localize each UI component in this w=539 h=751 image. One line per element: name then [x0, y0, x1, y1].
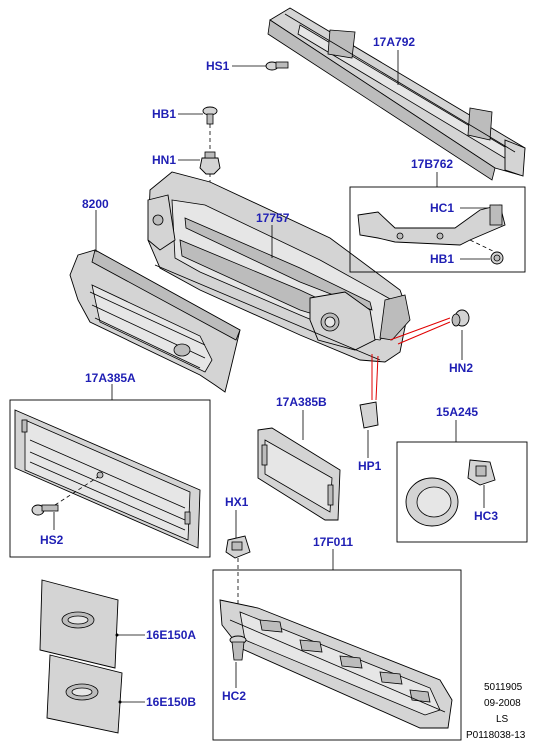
callout-hs2: HS2: [40, 533, 64, 547]
plate-16e150a: [39, 579, 119, 669]
callout-17a385a: 17A385A: [85, 371, 136, 385]
callout-16e150a: 16E150A: [146, 628, 196, 642]
ref-line-2: 09-2008: [484, 698, 521, 709]
clip-hb1-box: [490, 251, 504, 265]
license-plate-bracket-front: [14, 409, 201, 549]
clip-hc2: [229, 635, 247, 661]
plate-16e150b: [46, 654, 123, 734]
fog-lamp-bezel: [405, 477, 459, 527]
license-plate-bracket-rear: [257, 427, 341, 521]
callout-hb1-top: HB1: [152, 107, 176, 121]
callout-hb1-box: HB1: [430, 252, 454, 266]
callout-hs1: HS1: [206, 59, 230, 73]
bracket-17b762: [357, 204, 506, 246]
callout-hc1: HC1: [430, 201, 454, 215]
grille: [69, 249, 241, 393]
ref-line-3: LS: [496, 714, 509, 725]
callout-hn1: HN1: [152, 153, 176, 167]
callout-17a385b: 17A385B: [276, 395, 327, 409]
callout-8200: 8200: [82, 197, 109, 211]
callout-hc3: HC3: [474, 509, 498, 523]
callout-16e150b: 16E150B: [146, 695, 196, 709]
undertray: [219, 599, 453, 729]
callout-15a245: 15A245: [436, 405, 478, 419]
bolt-hs1: [265, 61, 289, 71]
callout-17f011: 17F011: [313, 535, 353, 549]
callout-17757: 17757: [256, 211, 290, 225]
box-15a245: [396, 441, 528, 543]
box-17f011: [212, 569, 462, 741]
ref-line-1: 5011905: [484, 682, 523, 693]
clip-hc3: [467, 459, 496, 486]
callout-hn2: HN2: [449, 361, 473, 375]
callout-hp1: HP1: [358, 459, 382, 473]
callout-hc2: HC2: [222, 689, 246, 703]
box-17b762: [349, 186, 526, 273]
callout-hx1: HX1: [225, 495, 249, 509]
clip-hb1-top: [202, 106, 218, 125]
screw-hs2: [31, 504, 59, 516]
callout-17a792: 17A792: [373, 35, 415, 49]
clip-hn1: [199, 151, 221, 175]
bumper-cover: [147, 171, 411, 363]
ref-line-4: P0118038-13: [466, 730, 526, 741]
callout-17b762: 17B762: [411, 157, 453, 171]
clip-hx1: [225, 535, 251, 559]
bumper-beam: [267, 7, 526, 181]
clip-hn2: [451, 309, 470, 327]
plug-hp1: [359, 401, 379, 429]
box-17a385a: [9, 399, 211, 558]
